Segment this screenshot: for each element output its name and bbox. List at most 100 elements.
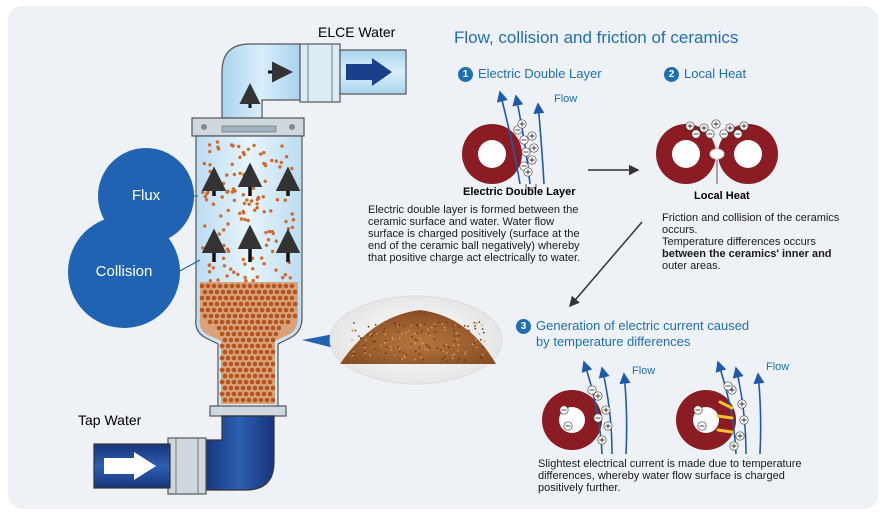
ceramic-ball (214, 301, 220, 307)
ceramic-ball (255, 275, 259, 279)
ceramic-ball (219, 319, 225, 325)
ceramic-ball (262, 313, 268, 319)
outlet-label: ELCE Water (318, 24, 396, 40)
ceramic-ball (223, 295, 229, 301)
ceramic-ball (231, 144, 235, 148)
ceramic-ball (234, 325, 240, 331)
ceramic-ball (279, 160, 283, 165)
ceramic-ball (258, 373, 264, 379)
ceramic-ball (207, 270, 212, 274)
ceramic-ball (283, 295, 289, 301)
ceramic-ball (286, 301, 292, 307)
ceramic-ball (207, 263, 211, 268)
ceramic-ball (240, 361, 246, 367)
ceramic-ball (251, 278, 255, 283)
ceramic-ball (280, 289, 286, 295)
ceramic-ball (256, 289, 262, 295)
ceramic-ball (242, 201, 247, 206)
ceramic-ball (290, 212, 294, 216)
ceramic-ball (234, 385, 240, 391)
ceramic-ball (204, 198, 209, 202)
ceramic-ball (202, 301, 208, 307)
ceramic-ball (243, 275, 247, 280)
ceramic-ball (237, 379, 243, 385)
ceramic-ball (232, 313, 238, 319)
ceramic-ball (258, 361, 264, 367)
ceramic-ball (219, 214, 223, 218)
ceramic-ball (199, 283, 205, 289)
ceramic-ball (261, 355, 267, 361)
ceramic-ball (219, 343, 225, 349)
ceramic-ball (235, 283, 241, 289)
ceramic-ball (255, 319, 261, 325)
ceramic-sand-photo (302, 295, 503, 385)
ceramic-ball (246, 361, 252, 367)
ceramic-ball (205, 283, 211, 289)
ceramic-ball (292, 289, 298, 295)
ceramic-ball (243, 343, 249, 349)
ceramic-ball (252, 349, 258, 355)
flux-label: Flux (131, 187, 161, 204)
ceramic-ball (274, 313, 280, 319)
ceramic-ball (270, 249, 275, 254)
ceramic-ball (242, 243, 247, 248)
ceramic-ball (260, 256, 264, 260)
ceramic-ball (245, 198, 249, 202)
step3-heading-line1: Generation of electric current caused (536, 318, 750, 333)
inlet-label: Tap Water (78, 412, 142, 428)
ceramic-ball (252, 385, 258, 391)
ceramic-ball (214, 289, 220, 295)
ceramic-ball (280, 313, 286, 319)
ceramic-ball (219, 367, 225, 373)
ceramic-ball (262, 210, 266, 214)
ceramic-ball (207, 319, 213, 325)
ceramic-ball (261, 319, 267, 325)
step1-heading-text: Electric Double Layer (478, 66, 602, 81)
ceramic-ball (208, 149, 212, 154)
ceramic-ball (268, 313, 274, 319)
ceramic-ball (202, 161, 206, 166)
ceramic-ball (261, 343, 267, 349)
ceramic-ball (250, 301, 256, 307)
ceramic-ball (226, 313, 232, 319)
ceramic-ball (219, 391, 225, 397)
ceramic-ball (240, 397, 246, 403)
ceramic-ball (264, 243, 269, 247)
ceramic-ball (205, 295, 211, 301)
ceramic-ball (249, 343, 255, 349)
ceramic-ball (255, 331, 261, 337)
ceramic-ball (244, 313, 250, 319)
ceramic-ball (228, 349, 234, 355)
ceramic-ball (232, 289, 238, 295)
ceramic-ball (247, 283, 253, 289)
ceramic-ball (255, 355, 261, 361)
ceramic-ball (270, 158, 274, 163)
ceramic-ball (249, 379, 255, 385)
ceramic-ball (226, 208, 230, 213)
ceramic-ball (201, 246, 205, 250)
step2-description-line2: Temperature differences occurs (662, 236, 816, 248)
ceramic-ball (250, 289, 256, 295)
ceramic-ball (246, 218, 250, 223)
step3-number-badge: 3 (516, 319, 531, 334)
ceramic-ball (246, 385, 252, 391)
ceramic-ball (263, 179, 267, 183)
ceramic-ball (258, 397, 264, 403)
ceramic-ball (286, 227, 291, 231)
ceramic-ball (249, 319, 255, 325)
ceramic-ball (265, 295, 271, 301)
ceramic-ball (274, 159, 278, 163)
ceramic-ball (258, 349, 264, 355)
ceramic-ball (265, 283, 271, 289)
ceramic-ball (284, 155, 289, 159)
ceramic-ball (275, 198, 280, 202)
ceramic-ball (223, 307, 229, 313)
ceramic-ball (255, 391, 261, 397)
ceramic-ball (238, 301, 244, 307)
ceramic-ball (290, 225, 295, 229)
ceramic-ball (247, 202, 251, 206)
ceramic-ball (264, 230, 268, 235)
ceramic-ball (246, 397, 252, 403)
arrow-step2-to-step3 (569, 221, 643, 308)
